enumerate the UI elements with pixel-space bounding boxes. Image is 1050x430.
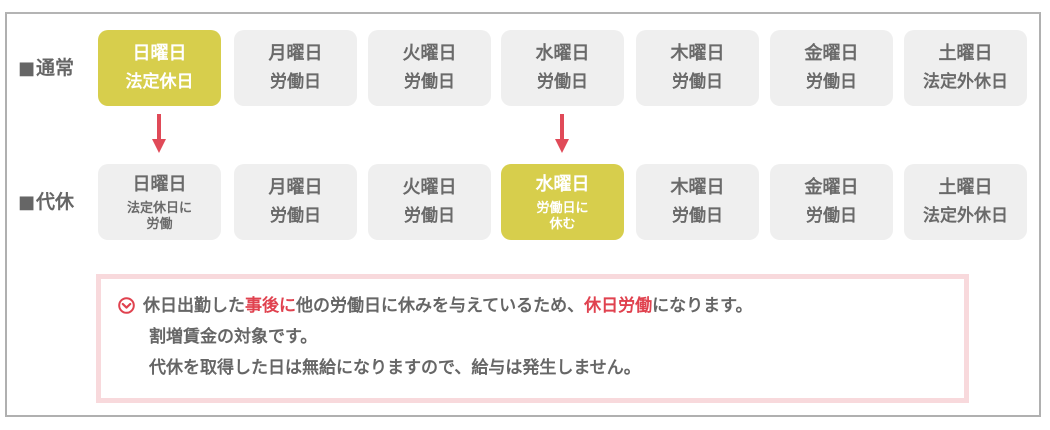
- day-box-normal-wed: 水曜日 労働日: [501, 30, 624, 106]
- day-box-substitute-tue: 火曜日 労働日: [368, 164, 491, 240]
- day-box-normal-fri: 金曜日 労働日: [770, 30, 893, 106]
- emphasis-text: 休日労働: [584, 296, 653, 316]
- notice-box: 休日出勤した事後に他の労働日に休みを与えているため、休日労働になります。 割増賃…: [96, 274, 969, 403]
- notice-line-3: 代休を取得した日は無給になりますので、給与は発生しません。: [149, 358, 641, 378]
- day-box-normal-tue: 火曜日 労働日: [368, 30, 491, 106]
- day-box-substitute-thu: 木曜日 労働日: [636, 164, 759, 240]
- day-box-substitute-fri: 金曜日 労働日: [770, 164, 893, 240]
- day-box-normal-thu: 木曜日 労働日: [636, 30, 759, 106]
- row-label-normal: ■通常: [18, 57, 75, 79]
- day-box-substitute-wed: 水曜日 労働日に休む: [501, 164, 624, 240]
- square-marker-icon: ■: [18, 58, 36, 79]
- day-box-normal-sat: 土曜日 法定外休日: [904, 30, 1027, 106]
- emphasis-text: 事後に: [245, 296, 296, 316]
- day-box-substitute-sun: 日曜日 法定休日に労働: [98, 164, 221, 240]
- diagram-frame: [5, 12, 1041, 417]
- notice-line-1: 休日出勤した事後に他の労働日に休みを与えているため、休日労働になります。: [118, 291, 964, 322]
- day-box-substitute-mon: 月曜日 労働日: [234, 164, 357, 240]
- notice-line-2: 割増賃金の対象です。: [149, 327, 318, 347]
- day-box-normal-sun: 日曜日 法定休日: [98, 30, 221, 106]
- down-arrow-icon: [555, 114, 569, 153]
- down-arrow-icon: [152, 114, 166, 153]
- day-box-substitute-sat: 土曜日 法定外休日: [904, 164, 1027, 240]
- circle-chevron-down-icon: [118, 297, 135, 314]
- day-box-normal-mon: 月曜日 労働日: [234, 30, 357, 106]
- square-marker-icon: ■: [18, 192, 36, 213]
- row-label-substitute: ■代休: [18, 191, 75, 213]
